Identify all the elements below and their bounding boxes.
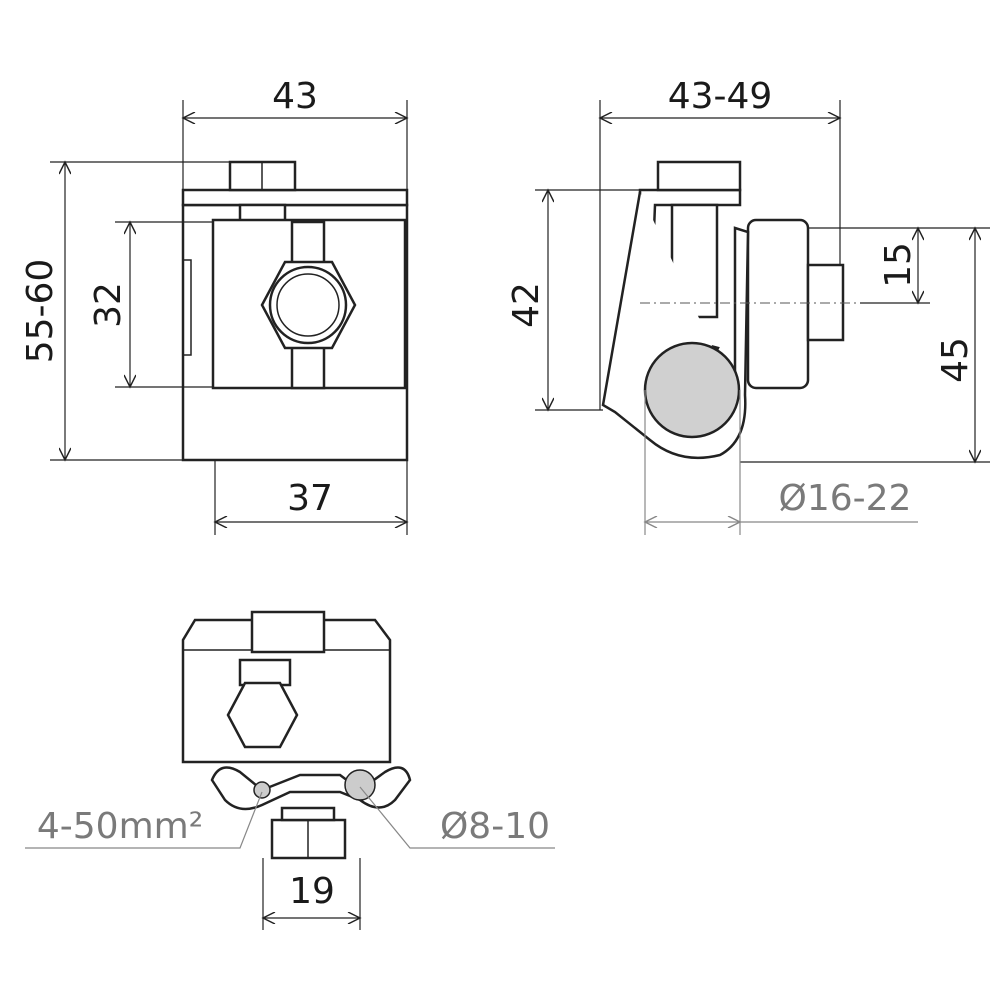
conductor-flat xyxy=(253,781,271,799)
dim-37: 37 xyxy=(287,478,333,519)
dim-43-49: 43-49 xyxy=(668,76,773,117)
conductor-round xyxy=(344,769,376,801)
bolt-collar xyxy=(238,658,292,687)
top-plate xyxy=(181,188,409,207)
dim-19: 19 xyxy=(289,871,335,912)
dim-15: 15 xyxy=(878,242,919,288)
bore-icon xyxy=(268,265,348,345)
clamp-jaw xyxy=(746,218,810,390)
washer xyxy=(280,806,336,822)
bolt-head xyxy=(656,160,742,192)
leader-line xyxy=(359,786,555,849)
hex-bolt xyxy=(226,681,299,749)
label-round-diameter: Ø8-10 xyxy=(440,806,550,847)
dim-32: 32 xyxy=(88,282,129,328)
leader-line xyxy=(25,791,263,849)
dim-42: 42 xyxy=(506,282,547,328)
bore-inner xyxy=(276,273,340,337)
bolt-head xyxy=(250,610,326,654)
dim-55-60: 55-60 xyxy=(20,259,61,364)
front-view: 43 55-60 32 37 xyxy=(20,76,407,535)
bottom-view: 4-50mm² Ø8-10 19 xyxy=(25,610,555,930)
pipe-section xyxy=(643,341,741,439)
dim-pipe-diameter: Ø16-22 xyxy=(779,478,912,519)
dim-43: 43 xyxy=(272,76,318,117)
side-slot xyxy=(182,259,192,356)
label-cross-section: 4-50mm² xyxy=(37,806,203,847)
dim-45: 45 xyxy=(935,337,976,383)
saddle xyxy=(210,766,412,811)
side-view: 43-49 42 15 45 Ø16-22 xyxy=(506,76,990,535)
